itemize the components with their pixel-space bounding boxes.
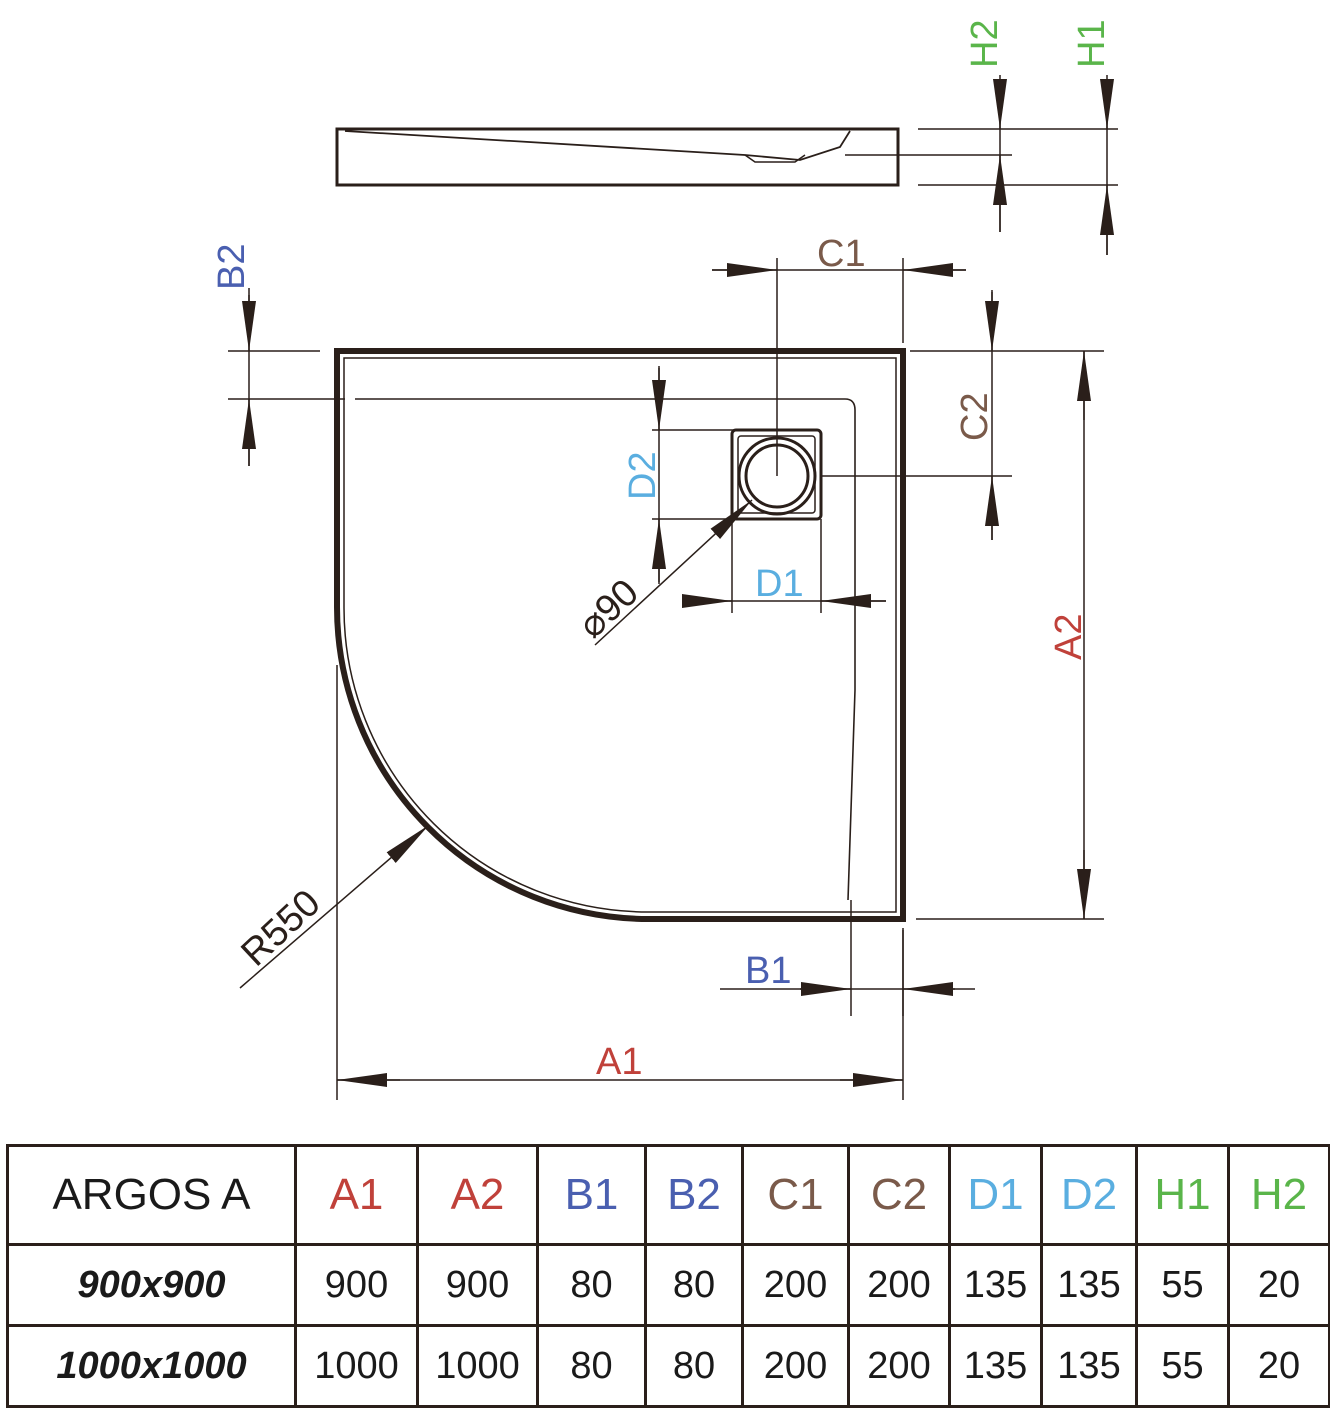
technical-drawing: H2 H1 [211,19,1118,1100]
table-header-row: ARGOS A A1 A2 B1 B2 C1 C2 D1 D2 H1 H2 [6,1143,1330,1247]
label-d2: D2 [622,451,664,500]
cell-c1: 200 [741,1324,850,1408]
label-d1: D1 [755,563,804,605]
label-diameter: ⌀90 [570,571,646,646]
cell-b2: 80 [644,1324,744,1408]
header-b1: B1 [536,1143,647,1247]
label-b1: B1 [745,950,791,992]
cell-b2: 80 [644,1243,744,1328]
header-h2: H2 [1227,1143,1330,1247]
side-slope-line [344,130,851,161]
cell-d1: 135 [948,1324,1043,1408]
spec-table: ARGOS A A1 A2 B1 B2 C1 C2 D1 D2 H1 H2 90… [6,1143,1330,1408]
header-b2: B2 [644,1143,744,1247]
row-size: 900x900 [6,1243,297,1328]
header-d1: D1 [948,1143,1043,1247]
header-d2: D2 [1040,1143,1138,1247]
model-name: ARGOS A [6,1143,297,1247]
diameter-leader [594,499,753,646]
cell-b1: 80 [536,1243,647,1328]
header-a2: A2 [416,1143,539,1247]
header-c2: C2 [847,1143,951,1247]
label-radius: R550 [233,882,328,975]
table-row: 1000x1000 1000 1000 80 80 200 200 135 13… [6,1324,1330,1408]
cell-d1: 135 [948,1243,1043,1328]
label-h1: H1 [1071,19,1113,68]
cell-a1: 1000 [294,1324,419,1408]
cell-a1: 900 [294,1243,419,1328]
side-drain-line [744,154,806,163]
cell-h2: 20 [1227,1324,1330,1408]
header-h1: H1 [1135,1143,1230,1247]
cell-c2: 200 [847,1324,951,1408]
cell-d2: 135 [1040,1243,1138,1328]
side-profile [335,127,900,187]
plan-dimensions [228,258,1104,1100]
radius-leader [239,824,430,989]
label-a1: A1 [596,1041,642,1083]
cell-h2: 20 [1227,1243,1330,1328]
cell-c1: 200 [741,1243,850,1328]
label-c2: C2 [954,392,996,441]
cell-c2: 200 [847,1243,951,1328]
cell-d2: 135 [1040,1324,1138,1408]
label-h2: H2 [964,19,1006,68]
header-a1: A1 [294,1143,419,1247]
header-c1: C1 [741,1143,850,1247]
cell-a2: 1000 [416,1324,539,1408]
row-size: 1000x1000 [6,1324,297,1408]
label-b2: B2 [211,244,253,290]
label-c1: C1 [817,233,866,275]
table-row: 900x900 900 900 80 80 200 200 135 135 55… [6,1243,1330,1328]
cell-h1: 55 [1135,1243,1230,1328]
cell-b1: 80 [536,1324,647,1408]
label-a2: A2 [1048,614,1090,660]
tray-inner-edge [343,357,897,913]
side-view [335,75,1118,255]
plan-view [334,348,906,922]
cell-h1: 55 [1135,1324,1230,1408]
tray-outline [334,348,906,922]
tray-basin-line [355,398,856,901]
cell-a2: 900 [416,1243,539,1328]
